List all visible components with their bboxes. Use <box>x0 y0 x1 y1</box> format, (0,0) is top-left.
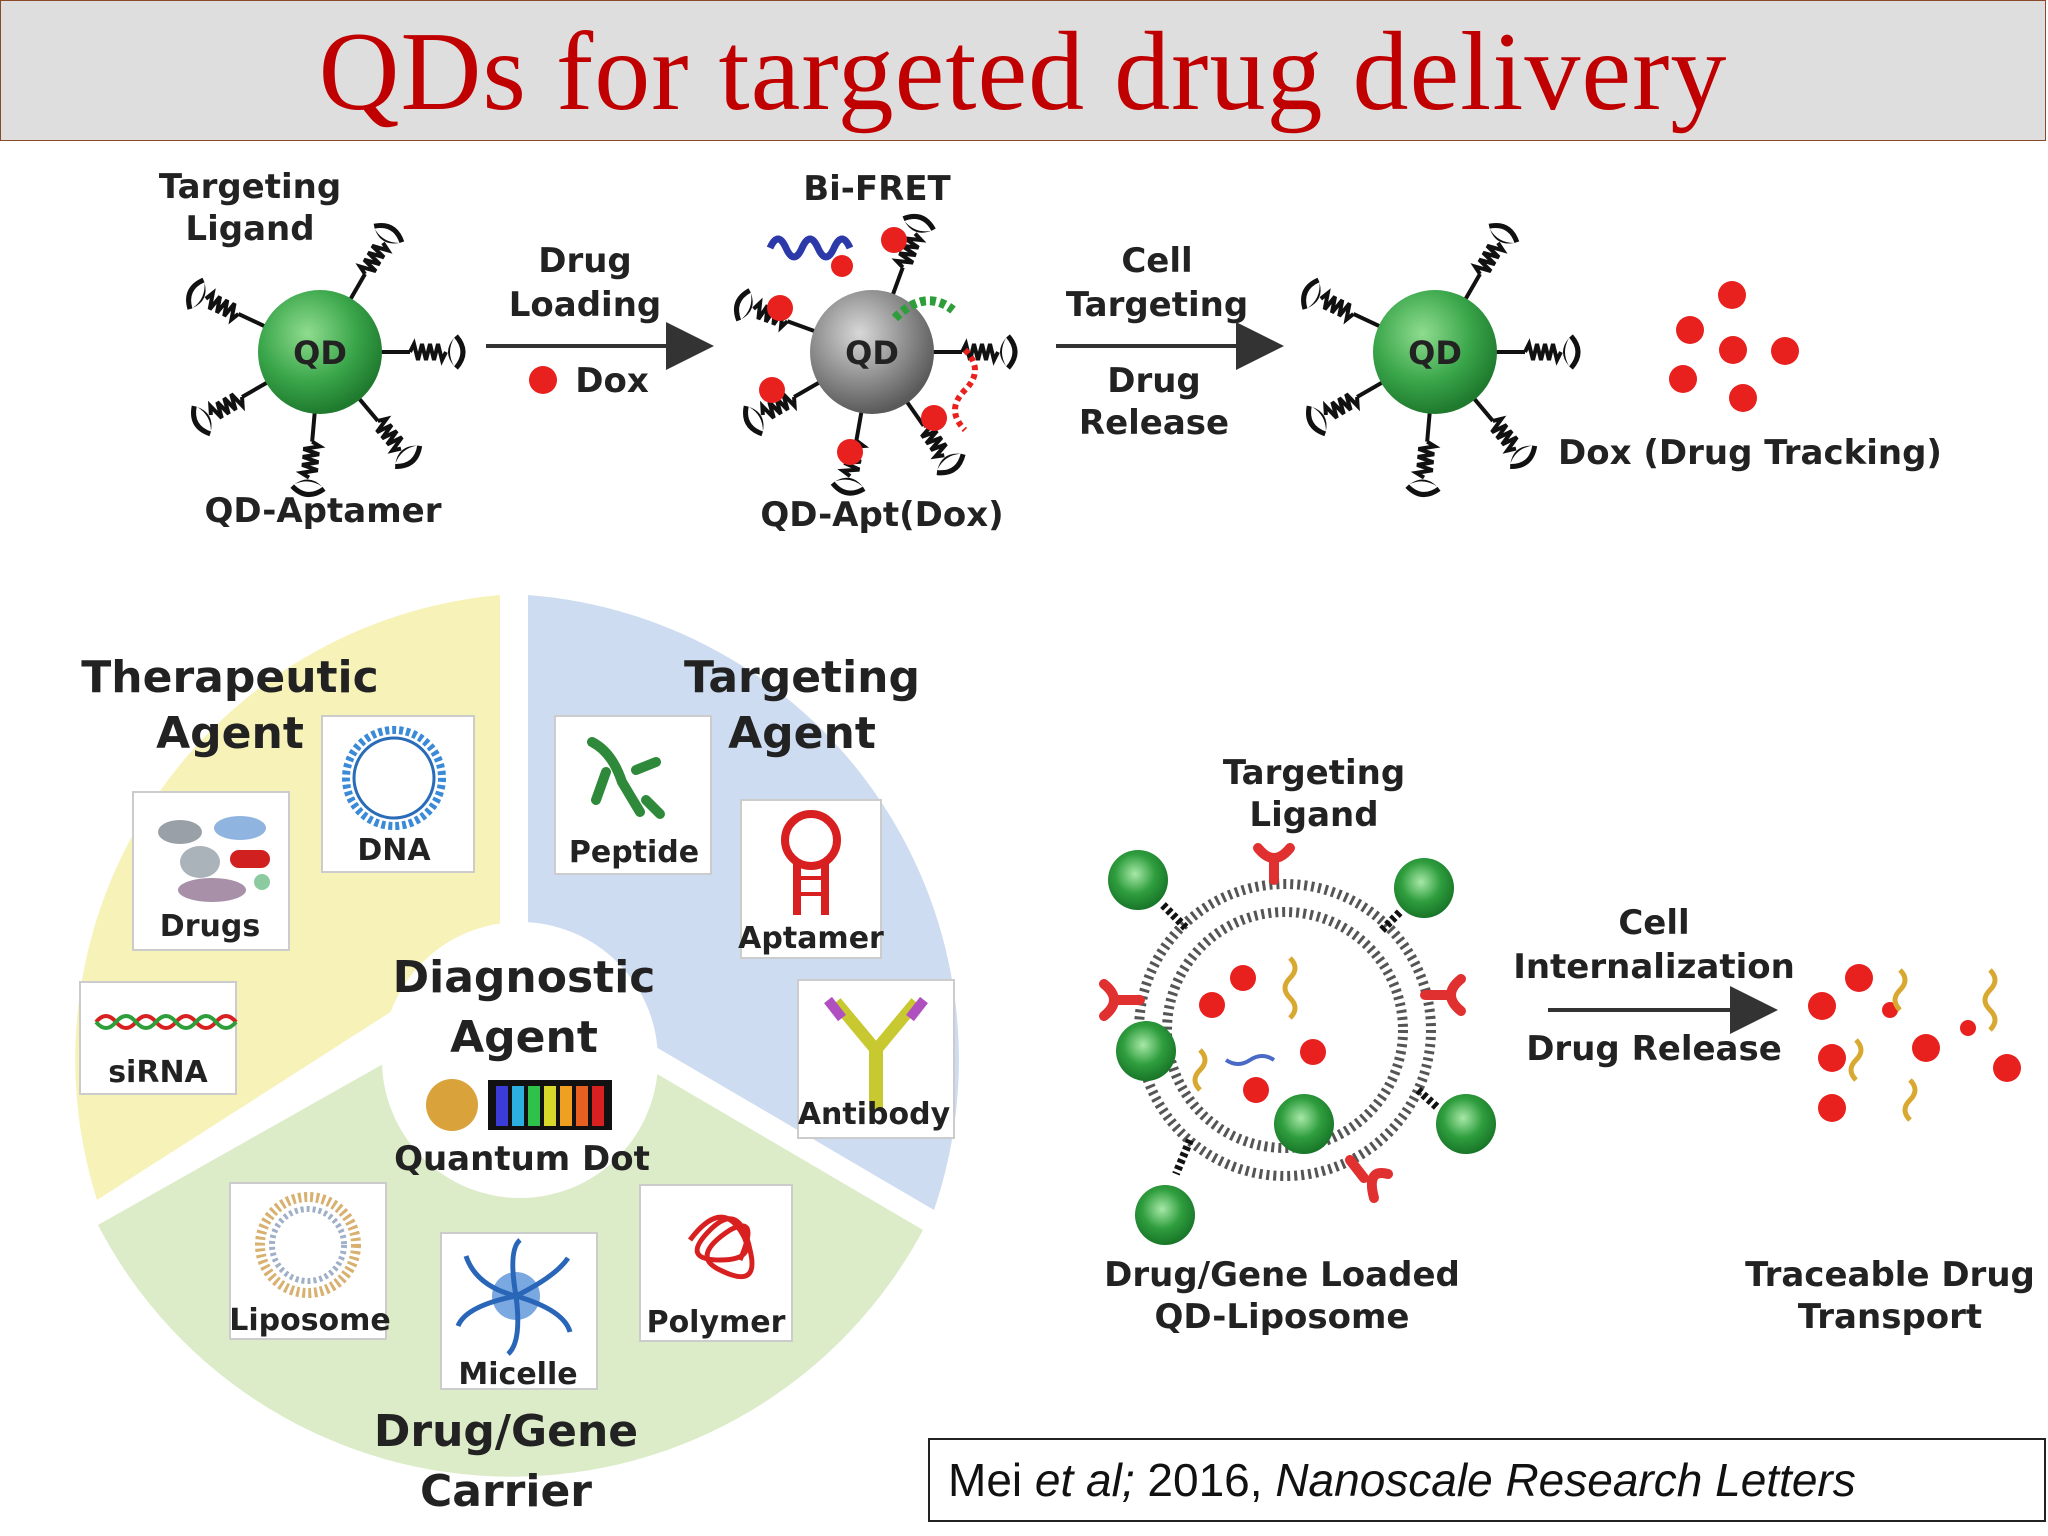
title-bar: QDs for targeted drug delivery <box>0 0 2046 141</box>
sirna-label: siRNA <box>108 1055 208 1090</box>
aptamer-card: Aptamer <box>738 799 884 959</box>
qd-particle-3 <box>1373 290 1497 414</box>
micelle-card: Micelle <box>440 1232 598 1392</box>
drugs-label: Drugs <box>160 909 260 944</box>
qd-vials-icon <box>488 1080 612 1130</box>
bifret-label: Bi-FRET <box>803 169 951 209</box>
quantum-dot-label: Quantum Dot <box>394 1139 650 1179</box>
drugs-card: Drugs <box>132 791 290 951</box>
loaded-label-1: Drug/Gene Loaded <box>1104 1255 1460 1295</box>
free-dox-dots <box>1669 281 1799 412</box>
qd-text-1: QD <box>293 334 347 372</box>
citation-year: 2016, <box>1134 1454 1276 1506</box>
drug-release-label-2: Release <box>1079 403 1229 443</box>
antibody-label: Antibody <box>798 1097 951 1132</box>
cell-targeting-label-2: Targeting <box>1066 285 1248 325</box>
lipo-targeting-label-2: Ligand <box>1249 795 1378 835</box>
internalization-label-1: Cell <box>1618 903 1689 943</box>
polymer-card: Polymer <box>639 1184 793 1342</box>
qd-released: QD Dox (Drug Tracking) <box>1299 220 1942 496</box>
qd-text-3: QD <box>1408 334 1462 372</box>
dna-card: DNA <box>321 715 475 873</box>
liposome-inner-layer <box>1162 907 1408 1153</box>
qd-particle-1 <box>258 290 382 414</box>
agent-wheel: Therapeutic Agent Targeting Agent Diagno… <box>75 595 959 1517</box>
citation-box: Mei et al; 2016, Nanoscale Research Lett… <box>928 1438 2046 1522</box>
cell-targeting-label-1: Cell <box>1121 241 1192 281</box>
liposome-contents <box>1192 956 1326 1103</box>
drug-release-label: Drug Release <box>1526 1029 1782 1069</box>
lipo-targeting-label-1: Targeting <box>1223 753 1405 793</box>
liposome-scheme: Targeting Ligand <box>1099 753 2035 1337</box>
drug-release-label-1: Drug <box>1107 361 1201 401</box>
qd-particle-2 <box>810 290 934 414</box>
targeting-ligand-label-1: Targeting <box>159 167 341 207</box>
targeting-agent-label-1: Targeting <box>684 652 920 703</box>
qd-apt-dox-label: QD-Apt(Dox) <box>760 495 1003 535</box>
qd-text-2: QD <box>845 334 899 372</box>
red-ligands <box>1099 843 1466 1203</box>
diagnostic-label-2: Agent <box>450 1012 598 1063</box>
slide-title: QDs for targeted drug delivery <box>318 10 1728 134</box>
dna-label: DNA <box>357 833 431 868</box>
sirna-card: siRNA <box>79 981 238 1095</box>
liposome-card: Liposome <box>229 1182 391 1340</box>
citation-journal: Nanoscale Research Letters <box>1275 1454 1856 1506</box>
qd-aptamer-label: QD-Aptamer <box>205 491 442 531</box>
qd-aptamer: QD Targeting Ligand QD-Aptamer <box>159 167 463 531</box>
loaded-label-2: QD-Liposome <box>1155 1297 1410 1337</box>
carrier-label-2: Carrier <box>420 1466 592 1517</box>
qd-balls <box>1108 850 1496 1245</box>
liposome-label: Liposome <box>229 1303 391 1338</box>
cell-targeting-arrow: Cell Targeting Drug Release <box>1056 241 1284 443</box>
targeting-agent-label-2: Agent <box>728 708 876 759</box>
released-contents <box>1808 964 2021 1122</box>
therapeutic-label-2: Agent <box>156 708 304 759</box>
drug-loading-label-1: Drug <box>538 241 632 281</box>
drug-loading-label-2: Loading <box>509 285 662 325</box>
fret-wave-icon <box>766 235 854 261</box>
peptide-label: Peptide <box>569 835 699 870</box>
dox-label: Dox <box>575 361 649 401</box>
micelle-label: Micelle <box>458 1357 577 1392</box>
peptide-card: Peptide <box>554 715 712 875</box>
traceable-label-1: Traceable Drug <box>1745 1255 2035 1295</box>
liposome-outer-layer <box>1134 879 1436 1181</box>
aptamer-label: Aptamer <box>738 921 884 956</box>
targeting-ligand-label-2: Ligand <box>185 209 314 249</box>
diagnostic-label-1: Diagnostic <box>393 952 656 1003</box>
dox-dot-icon <box>529 366 557 394</box>
qd-apt-dox: Bi-FRET QD QD-Apt(Dox) <box>732 169 1015 535</box>
internalization-label-2: Internalization <box>1513 947 1795 987</box>
qd-nanocrystal-icon <box>426 1079 478 1131</box>
citation-et-al: et al; <box>1034 1454 1135 1506</box>
top-scheme: QD Targeting Ligand QD-Aptamer Drug Load… <box>159 167 1942 535</box>
carrier-label-1: Drug/Gene <box>374 1406 638 1457</box>
therapeutic-label-1: Therapeutic <box>81 652 378 703</box>
dox-tracking-label: Dox (Drug Tracking) <box>1558 433 1942 473</box>
polymer-label: Polymer <box>647 1305 786 1340</box>
antibody-card: Antibody <box>797 979 955 1139</box>
drug-loading-arrow: Drug Loading Dox <box>486 241 714 401</box>
citation-authors: Mei <box>948 1454 1035 1506</box>
traceable-label-2: Transport <box>1798 1297 1982 1337</box>
